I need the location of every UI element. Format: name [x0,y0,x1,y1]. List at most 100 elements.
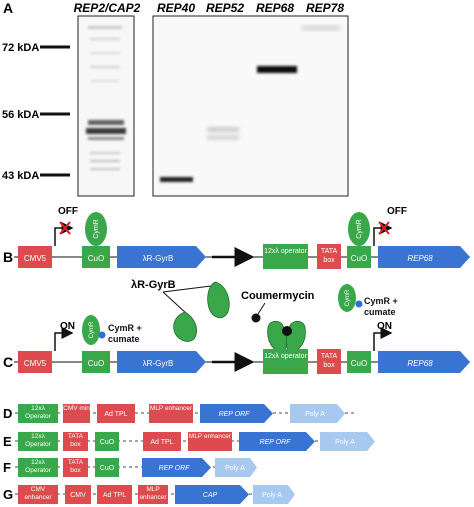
e-orf-label: REP ORF [260,439,292,446]
blot-rep2cap2 [77,15,135,197]
b-cmv5-label: CMV5 [24,254,47,263]
g-adtpl-label: Ad TPL [103,492,126,499]
b-tata-block [317,244,341,269]
g-mlp-label: MLP enhancer [139,486,167,501]
c-gyrb-dimer [267,320,306,353]
c-cmv5-label: CMV5 [24,359,47,368]
f-polya-label: Poly A [225,465,245,472]
g-cmvenh-label: CMV enhancer [24,486,52,501]
marker-56kda: 56 kDA [2,109,39,121]
f-polya [215,458,257,477]
b-cymr-label-1: CymR [93,219,100,238]
lane-label-rep40: REP40 [157,1,195,15]
blot-rep-isoforms [152,15,349,197]
c-tata-block [317,349,341,374]
b-gyrb-label: λR-GyrB [143,254,174,263]
c-tata-label: TATA box [320,353,338,369]
marker-43kda: 43 kDA [2,170,39,182]
panel-d-label: D [3,406,12,421]
b-cymr-protein-1 [85,212,107,246]
d-cmvmin-label: CMV min [63,405,90,412]
b-cuo-block-1 [82,246,110,268]
d-mlp-block [149,404,193,423]
b-cuo-label-2: CuO [351,254,367,263]
d-polya [290,404,345,423]
b-off-label-2: OFF [387,206,407,217]
g-cap-gene [175,485,249,504]
g-mlp-block [138,485,168,504]
b-promoter-arrow-2 [373,222,393,246]
e-mlp-label: MLP enhancer [188,433,232,440]
blot-rep2cap2-bands [86,26,126,170]
b-cymr-protein-2 [348,212,370,246]
g-polya [253,485,295,504]
c-rep68-label: REP68 [407,359,433,368]
b-gyrb-gene [117,246,206,268]
c-cumate-label-1: CymR + cumate [108,323,142,344]
c-operator-block [263,349,308,374]
c-gyrb-gene-label: λR-GyrB [143,359,174,368]
c-gyrb-monomer-2 [207,281,230,319]
c-promoter-arrow-2 [373,327,393,351]
e-cuo-label: CuO [100,439,115,446]
e-mlp-block [188,432,232,451]
c-promoter-arrow-1 [54,327,74,351]
g-cap-label: CAP [203,492,218,499]
b-operator-label: 12xλ operator [264,248,307,255]
panel-e-label: E [3,434,12,449]
b-promoter-arrow-1 [54,222,74,246]
b-cuo-block-2 [347,246,371,268]
e-adtpl-block [143,432,181,451]
band-rep68 [257,66,297,73]
c-on-label-2: ON [377,321,392,332]
e-polya-label: Poly A [335,439,355,446]
c-cuo-label-1: CuO [88,359,104,368]
e-tata-label: TATA box [67,433,84,448]
panel-f-label: F [3,460,11,475]
d-operator-label: 12xλ Operator [25,405,51,420]
f-operator-block [18,458,58,477]
c-cumate-dot-1 [98,331,106,339]
c-cymr-label-free: CymR [345,289,351,306]
e-adtpl-label: Ad TPL [150,439,173,446]
c-gyrb-gene [117,351,206,373]
c-cymr-label-1: CymR [89,321,95,338]
g-adtpl-block [97,485,132,504]
f-operator-label: 12xλ Operator [25,459,51,474]
marker-72kda: 72 kDA [2,42,39,54]
f-cuo-block [95,458,119,477]
c-cmv5-block [18,351,52,373]
f-tata-label: TATA box [67,459,84,474]
d-polya-label: Poly A [305,411,325,418]
c-cymr-protein-1 [82,315,100,345]
g-cmvenh-block [18,485,58,504]
blot-rep-bands [160,26,340,182]
b-cmv5-block [18,246,52,268]
e-operator-label: 12xλ Operator [25,433,51,448]
panel-g-label: G [3,487,13,502]
lane-label-rep78: REP78 [306,1,344,15]
c-gyrb-pointer-1 [162,291,188,315]
b-operator-block [263,244,308,269]
b-tata-label: TATA box [320,248,338,264]
e-operator-block [18,432,58,451]
c-on-label-1: ON [60,321,75,332]
c-cumate-dot-2 [355,300,363,308]
d-cmvmin-block [63,404,90,423]
c-cuo-label-2: CuO [351,359,367,368]
c-gyrb-pointer-2 [162,284,220,293]
b-rep68-gene [378,246,470,268]
g-cmv-block [65,485,91,504]
c-cymr-protein-free [338,284,356,312]
e-orf-gene [239,432,315,451]
c-coumermycin-label: Coumermycin [241,290,315,302]
d-orf-gene [200,404,273,423]
c-bound-coumermycin [282,326,292,336]
band-rep52 [207,128,239,139]
b-cuo-label-1: CuO [88,254,104,263]
d-operator-block [18,404,58,423]
c-cumate-label-2: CymR + cumate [364,296,398,317]
b-off-label-1: OFF [58,206,78,217]
c-cuo-block-1 [82,351,110,373]
